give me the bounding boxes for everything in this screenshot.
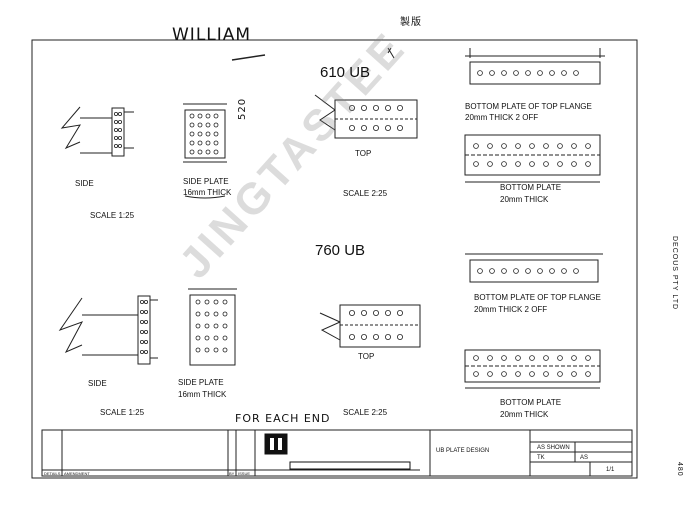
section-610-scale-mid: SCALE 2:25 <box>343 189 388 198</box>
handwritten-dimension: 520 <box>237 97 248 120</box>
section-760-scale-left: SCALE 1:25 <box>100 408 145 417</box>
checked-field: AS <box>580 455 589 461</box>
section-610-flange-plate-thick: 20mm THICK 2 OFF <box>465 113 539 122</box>
section-610-scale-left: SCALE 1:25 <box>90 211 135 220</box>
handwritten-name: WILLIAM <box>172 25 252 45</box>
scale-field: AS SHOWN <box>537 445 570 451</box>
handwritten-note: FOR EACH END <box>235 412 331 425</box>
section-760-bottom-plate-thick: 20mm THICK <box>500 410 549 419</box>
drawing-border <box>31 39 638 479</box>
company-logo <box>264 433 411 470</box>
issue-label: ISSUE <box>238 471 251 476</box>
approval-mark: 製版 <box>400 17 422 28</box>
section-610-bottom-plate-label: BOTTOM PLATE <box>500 183 562 192</box>
section-760-side-plate-label: SIDE PLATE <box>178 378 224 387</box>
section-610-side-plate-label: SIDE PLATE <box>183 177 229 186</box>
section-610-top-label: TOP <box>355 149 372 158</box>
drawn-field: TK <box>537 455 545 461</box>
section-760-side-plate-thick: 16mm THICK <box>178 390 227 399</box>
section-610-title: 610 UB <box>320 64 371 81</box>
section-760-bottom-plate-label: BOTTOM PLATE <box>500 398 562 407</box>
drawing-title: UB PLATE DESIGN <box>436 448 490 454</box>
section-610-bottom-plate-thick: 20mm THICK <box>500 195 549 204</box>
section-760-flange-plate-thick: 20mm THICK 2 OFF <box>474 305 548 314</box>
amendment-label: AMENDMENT <box>64 471 90 476</box>
section-760-title: 760 UB <box>315 242 366 259</box>
section-610-flange-plate-label: BOTTOM PLATE OF TOP FLANGE <box>465 102 592 111</box>
section-760-top-label: TOP <box>358 352 375 361</box>
details-label: DETAILS <box>44 471 61 476</box>
by-label: BY <box>229 471 235 476</box>
section-760-side-label: SIDE <box>88 379 107 388</box>
side-company-text: DECOUS PTY LTD <box>671 236 678 311</box>
section-760-flange-plate-label: BOTTOM PLATE OF TOP FLANGE <box>474 293 601 302</box>
section-610-side-plate-thick: 16mm THICK <box>183 188 232 197</box>
section-610-side-label: SIDE <box>75 179 94 188</box>
sheet-field: 1/1 <box>606 467 615 473</box>
corner-code: 480 <box>676 462 683 477</box>
title-block <box>41 429 633 477</box>
section-760-scale-mid: SCALE 2:25 <box>343 408 388 417</box>
